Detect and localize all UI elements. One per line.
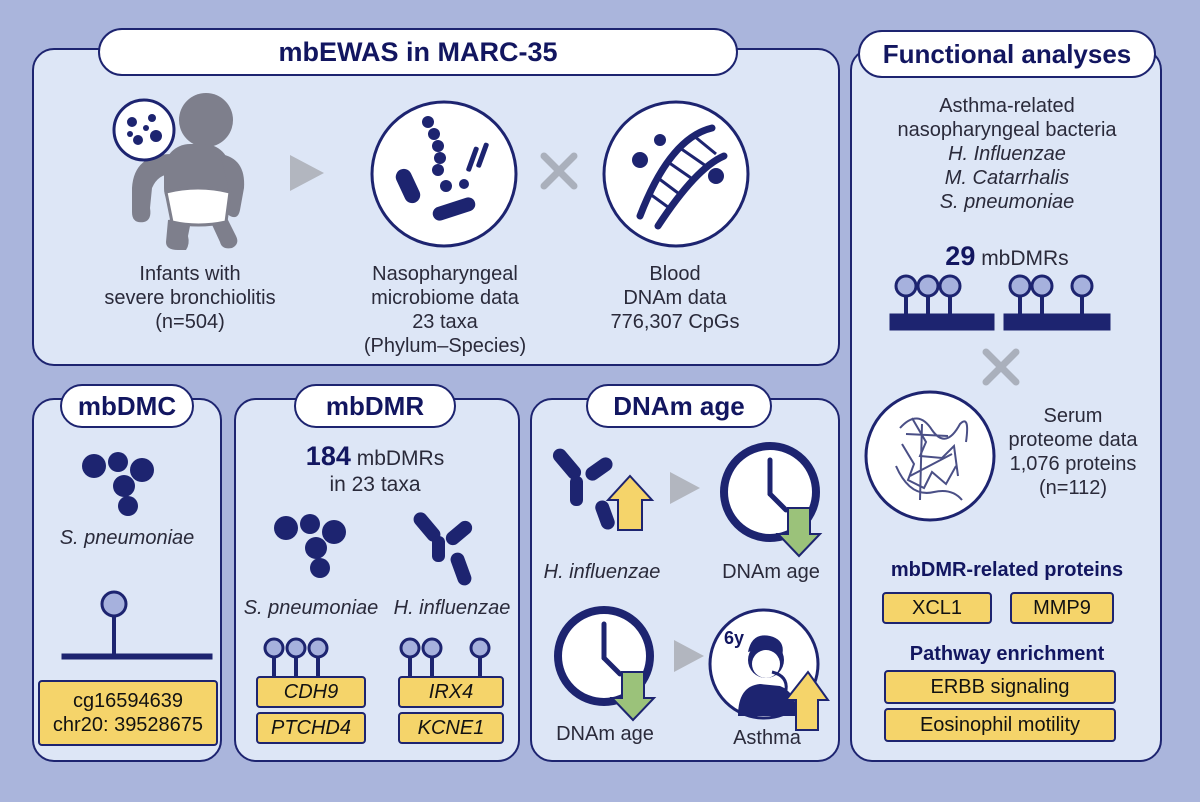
gene-irx4: IRX4 bbox=[398, 676, 504, 708]
microbiome-line-2: microbiome data bbox=[371, 287, 519, 309]
mbdmr-title: mbDMR bbox=[294, 384, 456, 428]
gene-ptchd4: PTCHD4 bbox=[256, 712, 366, 744]
microbiome-icon bbox=[370, 100, 518, 248]
dmr-lollipops-functional bbox=[889, 274, 1111, 331]
dnam-exposure-bottom: DNAm age bbox=[556, 723, 654, 745]
s-pneumoniae-icon bbox=[274, 514, 346, 578]
microbiome-label: Nasopharyngeal microbiome data 23 taxa (… bbox=[340, 262, 550, 358]
times-icon bbox=[982, 348, 1020, 386]
pathway-heading: Pathway enrichment bbox=[909, 643, 1105, 665]
serum-line-1: Serum bbox=[1043, 405, 1103, 427]
arrow-right-icon bbox=[290, 155, 324, 191]
bacteria-heading-1: Asthma-related bbox=[939, 95, 1075, 117]
bacteria-s-pneumoniae: S. pneumoniae bbox=[939, 191, 1075, 213]
protein-mmp9: MMP9 bbox=[1010, 592, 1114, 624]
mbdmr-count: 184 mbDMRs in 23 taxa bbox=[250, 440, 500, 498]
dmr-lollipops-right bbox=[399, 637, 491, 678]
dna-icon bbox=[602, 100, 750, 248]
infants-line-2: severe bronchiolitis bbox=[104, 287, 276, 309]
protein-structure-icon bbox=[864, 390, 996, 522]
pathway-erbb: ERBB signaling bbox=[884, 670, 1116, 704]
serum-line-3: 1,076 proteins bbox=[1009, 453, 1137, 475]
s-pneumoniae-icon bbox=[82, 452, 154, 516]
mbdmr-species-right: H. influenzae bbox=[393, 597, 511, 619]
infants-label: Infants with severe bronchiolitis (n=504… bbox=[100, 262, 280, 334]
top-panel-title: mbEWAS in MARC-35 bbox=[98, 28, 738, 76]
mbdmr-count-suffix: mbDMRs bbox=[356, 447, 445, 470]
mbdmr-count-line-2: in 23 taxa bbox=[329, 473, 421, 497]
mbdmr-count-number: 184 bbox=[305, 441, 351, 471]
cpg-id: cg16594639 bbox=[72, 690, 184, 712]
microbiome-line-3: 23 taxa bbox=[412, 311, 478, 333]
blood-line-3: 776,307 CpGs bbox=[610, 311, 740, 333]
times-icon bbox=[540, 152, 578, 190]
functional-dmr-number: 29 bbox=[945, 241, 976, 271]
arrow-right-icon bbox=[670, 472, 700, 504]
dmr-lollipops-left bbox=[263, 637, 329, 678]
functional-dmr-count: 29 mbDMRs bbox=[860, 240, 1154, 272]
serum-label: Serum proteome data 1,076 proteins (n=11… bbox=[1000, 404, 1146, 500]
mbdmc-cpg-box: cg16594639 chr20: 39528675 bbox=[38, 680, 218, 746]
cpg-position: chr20: 39528675 bbox=[52, 714, 204, 736]
bacteria-m-catarrhalis: M. Catarrhalis bbox=[944, 167, 1070, 189]
mbdmr-count-line-1: 184 mbDMRs bbox=[250, 440, 500, 472]
h-influenzae-icon bbox=[413, 512, 473, 586]
pathway-eosinophil: Eosinophil motility bbox=[884, 708, 1116, 742]
mbdmc-species: S. pneumoniae bbox=[59, 527, 195, 549]
clock-down-icon bbox=[720, 442, 823, 558]
bacteria-list: Asthma-related nasopharyngeal bacteria H… bbox=[860, 94, 1154, 214]
infant-icon bbox=[112, 93, 245, 250]
bacteria-h-influenzae: H. Influenzae bbox=[948, 143, 1066, 165]
protein-xcl1: XCL1 bbox=[882, 592, 992, 624]
blood-line-2: DNAm data bbox=[623, 287, 727, 309]
serum-line-2: proteome data bbox=[1008, 429, 1138, 451]
proteins-heading: mbDMR-related proteins bbox=[890, 559, 1124, 581]
functional-dmr-suffix: mbDMRs bbox=[981, 247, 1069, 270]
dnam-outcome-top: DNAm age bbox=[722, 561, 820, 583]
infants-line-1: Infants with bbox=[139, 263, 241, 285]
dnam-outcome-bottom: Asthma bbox=[733, 727, 801, 749]
cpg-lollipop-icon bbox=[61, 590, 213, 660]
clock-down-icon bbox=[554, 606, 657, 722]
infants-line-3: (n=504) bbox=[155, 311, 225, 333]
microbiome-line-1: Nasopharyngeal bbox=[372, 263, 518, 285]
blood-label: Blood DNAm data 776,307 CpGs bbox=[580, 262, 770, 334]
dnam-age-title: DNAm age bbox=[586, 384, 772, 428]
dnam-age-badge: 6y bbox=[723, 628, 745, 648]
serum-line-4: (n=112) bbox=[1038, 477, 1107, 499]
h-influenzae-icon bbox=[552, 448, 655, 531]
mbdmr-species-left: S. pneumoniae bbox=[243, 597, 379, 619]
gene-cdh9: CDH9 bbox=[256, 676, 366, 708]
gene-kcne1: KCNE1 bbox=[398, 712, 504, 744]
microbiome-line-4: (Phylum–Species) bbox=[363, 335, 527, 357]
asthma-child-icon bbox=[708, 608, 830, 731]
bacteria-heading-2: nasopharyngeal bacteria bbox=[897, 119, 1117, 141]
arrow-right-icon bbox=[674, 640, 704, 672]
mbdmc-title: mbDMC bbox=[60, 384, 194, 428]
blood-line-1: Blood bbox=[649, 263, 701, 285]
dnam-species: H. influenzae bbox=[543, 561, 661, 583]
functional-title: Functional analyses bbox=[858, 30, 1156, 78]
